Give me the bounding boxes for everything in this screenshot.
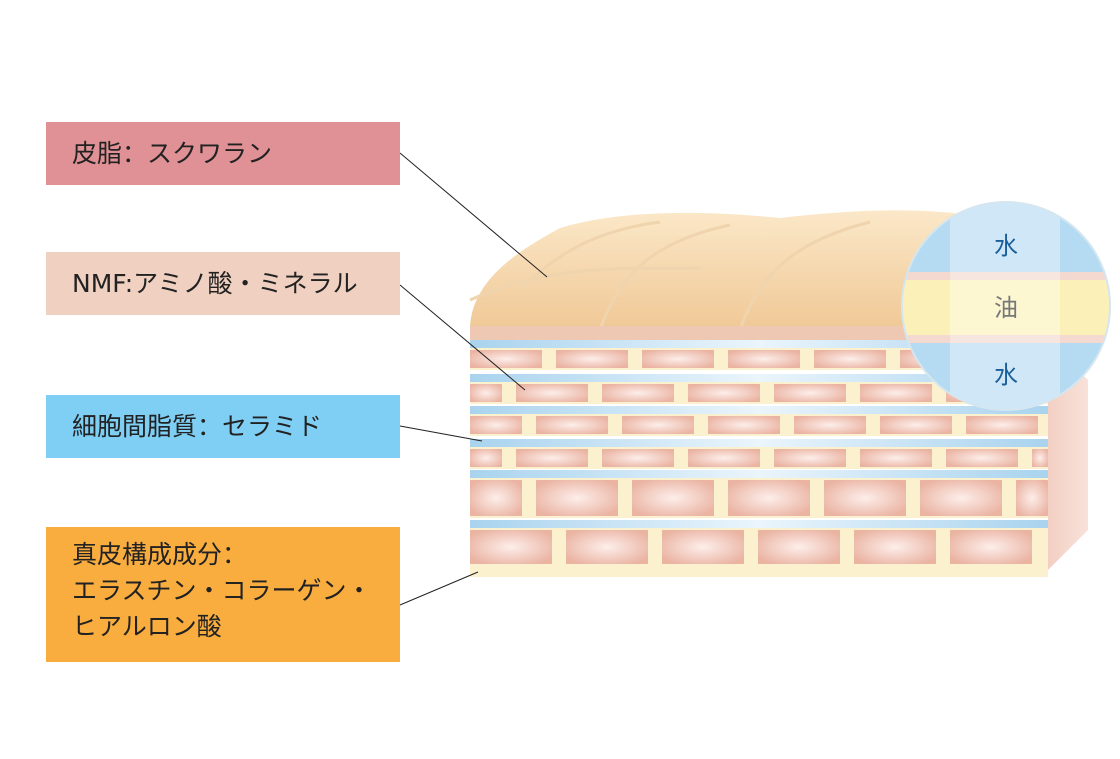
corneocyte-brick — [758, 530, 840, 564]
corneocyte-brick — [946, 449, 1018, 467]
corneocyte-brick — [516, 449, 588, 467]
corneocyte-brick — [470, 416, 522, 434]
corneocyte-brick — [688, 449, 760, 467]
corneocyte-brick — [966, 416, 1038, 434]
corneocyte-brick — [536, 416, 608, 434]
lipid-band — [470, 340, 1048, 348]
corneocyte-brick — [470, 384, 502, 402]
corneocyte-brick — [860, 449, 932, 467]
corneocyte-brick — [602, 384, 674, 402]
water-top-text: 水 — [994, 232, 1018, 260]
leader-line-sebum — [399, 152, 548, 278]
lipid-band — [470, 470, 1048, 478]
lipid-band — [470, 406, 1048, 414]
corneocyte-brick — [728, 480, 810, 516]
skin-block — [469, 210, 1088, 577]
corneocyte-brick — [880, 416, 952, 434]
corneocyte-brick — [860, 384, 932, 402]
corneocyte-brick — [632, 480, 714, 516]
label-nmf: NMF:アミノ酸・ミネラル — [46, 252, 400, 315]
corneocyte-brick — [536, 480, 618, 516]
corneocyte-brick — [470, 449, 502, 467]
corneocyte-brick — [688, 384, 760, 402]
corneocyte-brick — [1016, 480, 1048, 516]
label-sebum: 皮脂：スクワラン — [46, 122, 400, 185]
corneocyte-brick — [566, 530, 648, 564]
lipid-band — [470, 374, 1048, 382]
corneocyte-brick — [950, 530, 1032, 564]
corneocyte-brick — [814, 350, 886, 368]
corneocyte-brick — [774, 384, 846, 402]
corneocyte-brick — [470, 530, 552, 564]
leader-line-dermis — [399, 571, 479, 606]
corneocyte-brick — [516, 384, 588, 402]
corneocyte-brick — [470, 350, 542, 368]
lipid-band — [470, 520, 1048, 528]
lipid-band — [470, 439, 1048, 447]
label-dermis-components: 真皮構成成分： エラスチン・コラーゲン・ ヒアルロン酸 — [46, 527, 400, 662]
corneocyte-brick — [794, 416, 866, 434]
water-bottom-text: 水 — [994, 361, 1018, 389]
corneocyte-brick — [622, 416, 694, 434]
label-intercellular-lipid: 細胞間脂質：セラミド — [46, 395, 400, 458]
corneocyte-brick — [1032, 449, 1048, 467]
corneocyte-brick — [728, 350, 800, 368]
corneocyte-brick — [824, 480, 906, 516]
corneocyte-brick — [470, 480, 522, 516]
corneocyte-brick — [708, 416, 780, 434]
corneocyte-brick — [774, 449, 846, 467]
corneocyte-brick — [854, 530, 936, 564]
corneocyte-brick — [602, 449, 674, 467]
corneocyte-brick — [556, 350, 628, 368]
block-side — [1048, 340, 1088, 570]
corneocyte-brick — [920, 480, 1002, 516]
corneocyte-brick — [662, 530, 744, 564]
corneocyte-brick — [642, 350, 714, 368]
leader-line-nmf — [399, 284, 526, 391]
oil-text: 油 — [994, 294, 1018, 322]
leader-line-intercellular — [399, 425, 483, 442]
